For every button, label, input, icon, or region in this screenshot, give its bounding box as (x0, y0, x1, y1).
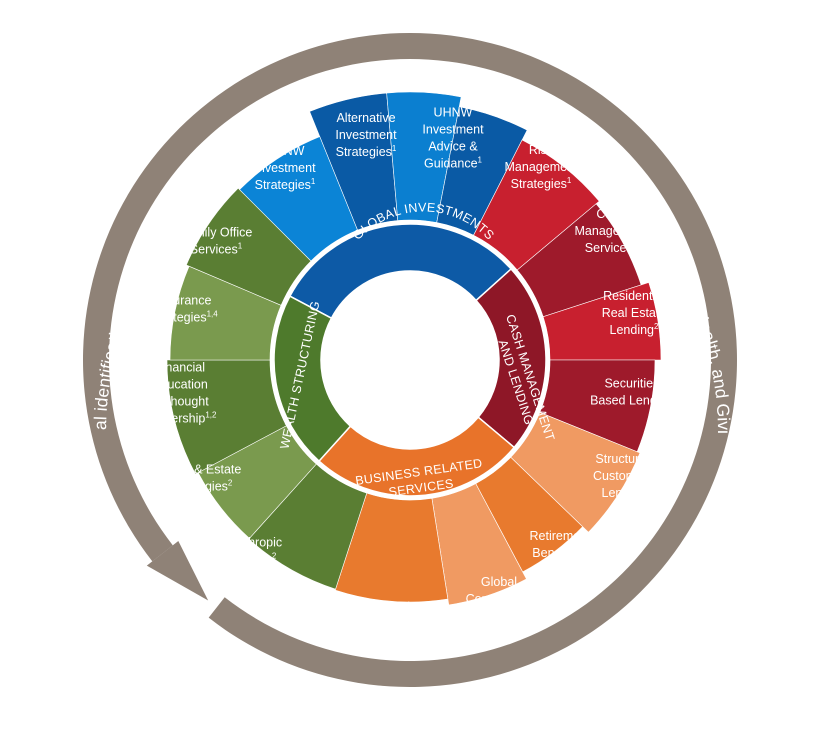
outer-ring-arrow (146, 541, 209, 601)
service-label-line: Services (536, 563, 584, 577)
service-label-line: Risk (529, 143, 554, 157)
service-segments (166, 91, 662, 606)
service-label-line: Based Lending (590, 394, 673, 408)
footnote-marker: 2 (654, 322, 659, 331)
footnote-marker: 1 (567, 176, 572, 185)
service-label-line: Executive (292, 591, 346, 605)
footnote-marker: 2 (228, 479, 233, 488)
service-label-line: Customized (593, 469, 659, 483)
service-label-line: UHNW (434, 106, 473, 120)
footnote-marker: 2 (341, 607, 346, 616)
service-label-line: Commercial (466, 592, 533, 606)
service-label-line: Management (575, 224, 648, 238)
service-label-line: Trust & Estate (163, 463, 242, 477)
service-label-line: Investment (254, 161, 316, 175)
footnote-marker: 1,2 (584, 562, 596, 571)
footnote-marker: 2 (426, 633, 431, 642)
service-label-line: Family Office (180, 226, 253, 240)
footnote-marker: 1,2 (205, 411, 217, 420)
service-label-line: Advice & (428, 140, 478, 154)
service-label-line: Markets (382, 634, 426, 648)
service-label-line: Strategies (511, 177, 567, 191)
service-label-line: Investment (335, 128, 397, 142)
center-hole (321, 271, 499, 449)
service-label-line: Strategies (336, 145, 392, 159)
service-label-line: Global (388, 600, 424, 614)
service-segment (431, 483, 527, 606)
service-label-line: Global (481, 575, 517, 589)
footnote-marker: 3 (673, 393, 678, 402)
footnote-marker: 1 (238, 242, 243, 251)
service-label-line: Benefit Plan (532, 546, 599, 560)
service-label-line: Services (293, 608, 341, 622)
service-label-line: Philanthropic (210, 536, 282, 550)
footnote-marker: 1,4 (207, 310, 219, 319)
service-label-line: Investment (422, 123, 484, 137)
service-label-line: Cash (596, 207, 625, 221)
service-label-line: Financial (155, 361, 205, 375)
footnote-marker: 2 (646, 485, 651, 494)
outer-ring (82, 32, 737, 687)
footnote-marker: 1 (311, 177, 316, 186)
service-label-line: Strategies (150, 311, 206, 325)
service-label-line: Retirement & (530, 529, 604, 543)
service-segment-label: Securities- Based Lending3 (590, 377, 678, 408)
service-label-line: Real Estate (602, 306, 667, 320)
service-label-line: Lending (610, 323, 655, 337)
service-label-line: & Thought (151, 395, 209, 409)
service-label-line: Services (190, 243, 238, 257)
service-label-line: Banking (474, 609, 519, 623)
footnote-marker: 2 (272, 552, 277, 561)
service-label-line: Guidance (424, 157, 478, 171)
footnote-marker: 2 (519, 608, 524, 617)
service-label-line: Securities- (604, 377, 663, 391)
service-label-line: Management (505, 160, 578, 174)
service-label-line: Residential (603, 289, 665, 303)
service-label-line: Services (585, 241, 633, 255)
service-label-line: Alternative (336, 111, 395, 125)
service-label-line: Strategies (255, 178, 311, 192)
service-label-line: Structured/ (595, 452, 657, 466)
service-label-line: Insurance (157, 294, 212, 308)
footnote-marker: 1 (392, 144, 397, 153)
service-label-line: UHNW (266, 144, 305, 158)
service-label-line: Banking & (378, 617, 436, 631)
service-label-line: Leadership (144, 412, 206, 426)
footnote-marker: 1 (478, 156, 483, 165)
footnote-marker: 2 (633, 240, 638, 249)
service-label-line: Lending (602, 486, 647, 500)
service-label-line: Education (152, 378, 208, 392)
service-label-line: Strategies (172, 480, 228, 494)
service-label-line: Strategies (216, 553, 272, 567)
